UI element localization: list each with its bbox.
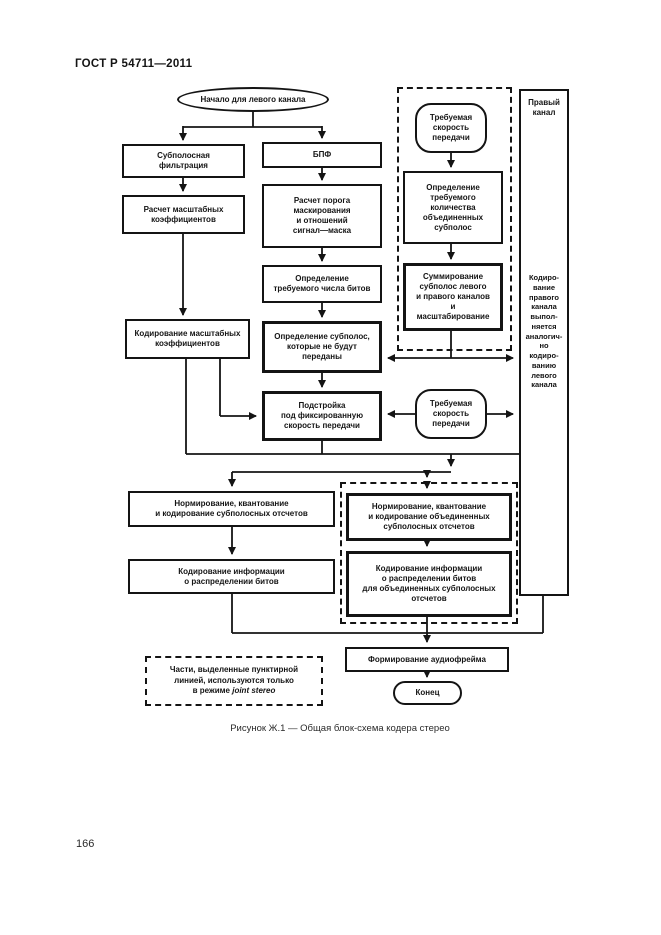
standard-number: ГОСТ Р 54711—2011: [75, 58, 193, 70]
joint-stereo-group-bottom: [340, 482, 518, 624]
node-bit-allocation-coding-joint: Кодирование информации о распределении б…: [346, 551, 512, 617]
page-number: 166: [76, 838, 95, 850]
node-fft: БПФ: [262, 142, 382, 168]
right-channel-title: Правый канал: [528, 98, 560, 118]
node-audio-frame-formation: Формирование аудиофрейма: [345, 647, 509, 672]
node-right-channel: Правый канал Кодиро- вание правого канал…: [519, 89, 569, 596]
node-masking-threshold: Расчет порога маскирования и отношений с…: [262, 184, 382, 248]
node-end-terminator: Конец: [393, 681, 462, 705]
node-required-bitrate-top: Требуемая скорость передачи: [415, 103, 487, 153]
node-scale-factor-coding: Кодирование масштабных коэффициентов: [125, 319, 250, 359]
node-required-bitrate-bottom: Требуемая скорость передачи: [415, 389, 487, 439]
node-normalize-quantize-left: Нормирование, квантование и кодирование …: [128, 491, 335, 527]
joint-stereo-note: Части, выделенные пунктирной линией, исп…: [145, 656, 323, 706]
node-scale-factor-calc: Расчет масштабных коэффициентов: [122, 195, 245, 234]
joint-stereo-note-italic: joint stereo: [232, 686, 276, 696]
node-subband-filtering: Субполосная фильтрация: [122, 144, 245, 178]
node-subbands-not-transmitted: Определение субполос, которые не будут п…: [262, 321, 382, 373]
node-normalize-quantize-joint: Нормирование, квантование и кодирование …: [346, 493, 512, 541]
figure-caption: Рисунок Ж.1 — Общая блок-схема кодера ст…: [230, 723, 450, 734]
node-required-bits: Определение требуемого числа битов: [262, 265, 382, 303]
right-channel-note: Кодиро- вание правого канала выпол- няет…: [525, 273, 563, 390]
joint-stereo-note-text: Части, выделенные пунктирной линией, исп…: [169, 665, 299, 696]
node-start-terminator: Начало для левого канала: [177, 87, 329, 112]
node-joint-subband-count: Определение требуемого количества объеди…: [403, 171, 503, 244]
node-subband-summation: Суммирование субполос левого и правого к…: [403, 263, 503, 331]
node-bit-allocation-coding-left: Кодирование информации о распределении б…: [128, 559, 335, 594]
joint-stereo-group-top: [397, 87, 512, 351]
node-fixed-rate-adjustment: Подстройка под фиксированную скорость пе…: [262, 391, 382, 441]
